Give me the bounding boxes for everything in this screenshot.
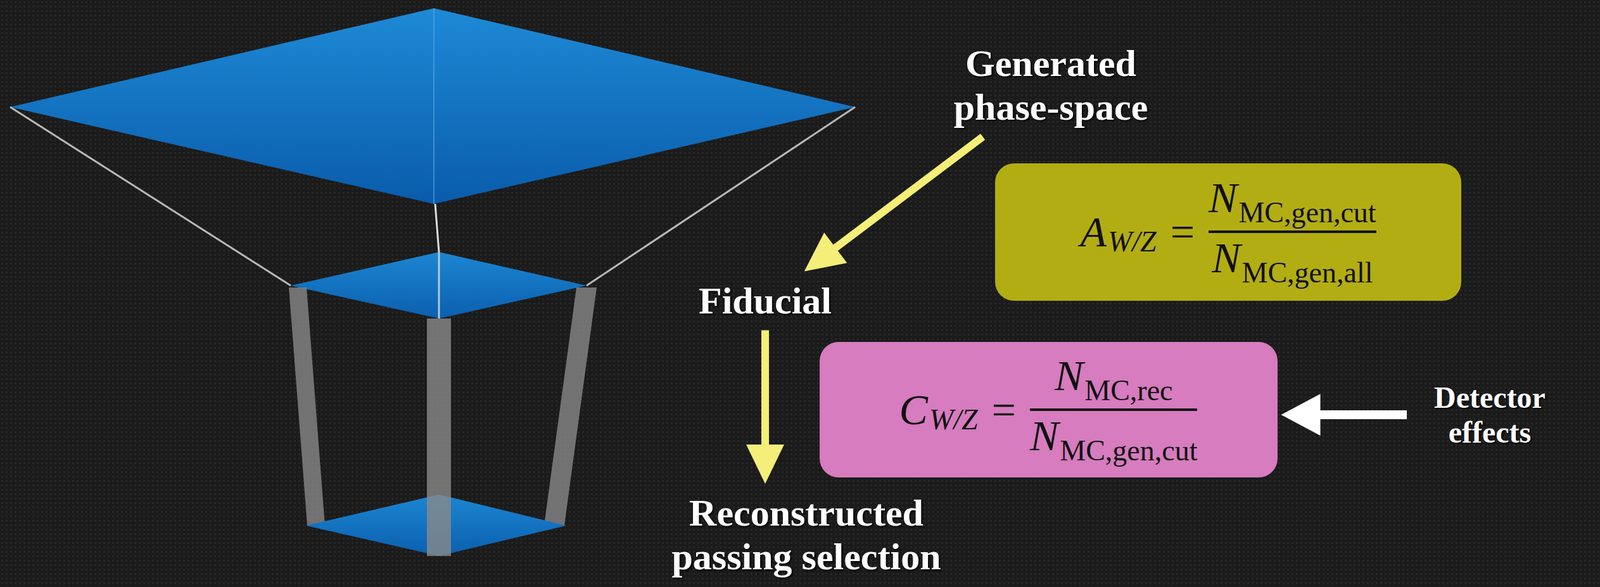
formula-equals: =	[1170, 208, 1195, 256]
formula-subscript: MC,gen,cut	[1059, 434, 1198, 467]
funnel-edge	[435, 203, 439, 253]
formula-symbol: N	[1029, 411, 1059, 460]
arrow-shaft	[1308, 410, 1407, 420]
fraction-bar	[1208, 230, 1377, 234]
formula-subscript: W/Z	[929, 404, 978, 437]
arrow-head	[1281, 393, 1321, 436]
formula-box: CW/Z=NMC,recNMC,gen,cut	[819, 342, 1278, 478]
formula-symbol: A	[1079, 208, 1107, 256]
formula-subscript: MC,rec	[1084, 374, 1173, 407]
flow-arrow	[746, 330, 785, 485]
arrow-head	[804, 232, 848, 272]
formula-symbol: C	[899, 386, 928, 434]
fraction: NMC,gen,cutNMC,gen,all	[1208, 174, 1377, 290]
formula-symbol: N	[1211, 233, 1241, 282]
formula-symbol: N	[1208, 173, 1238, 222]
formula-subscript: MC,gen,cut	[1238, 196, 1376, 229]
generated-plane	[10, 8, 856, 204]
step-text: Fiducial	[675, 279, 856, 324]
denominator: NMC,gen,cut	[1029, 411, 1198, 468]
formula-box: AW/Z=NMC,gen,cutNMC,gen,all	[995, 163, 1462, 301]
funnel-edge	[10, 107, 291, 286]
formula: CW/Z=NMC,recNMC,gen,cut	[899, 352, 1198, 468]
step-text: Generated phase-space	[929, 41, 1173, 130]
step-text: Reconstructed passing selection	[662, 491, 951, 579]
selection-pillar	[426, 318, 451, 557]
formula: AW/Z=NMC,gen,cutNMC,gen,all	[1079, 174, 1376, 290]
formula-subscript: W/Z	[1107, 226, 1157, 259]
numerator: NMC,gen,cut	[1208, 174, 1377, 231]
step-label: Reconstructed passing selection	[657, 487, 956, 583]
plane-ridge	[438, 252, 441, 319]
arrow-shaft	[761, 330, 769, 457]
step-label: Detector effects	[1410, 376, 1569, 454]
formula-subscript: MC,gen,all	[1241, 256, 1373, 289]
numerator: NMC,rec	[1054, 352, 1174, 409]
fraction-bar	[1029, 408, 1198, 412]
selection-pillar	[288, 287, 325, 526]
fraction: NMC,recNMC,gen,cut	[1029, 352, 1198, 468]
arrow-head	[746, 444, 785, 484]
step-label: Generated phase-space	[924, 38, 1178, 134]
flow-arrow	[804, 136, 984, 272]
formula-symbol: N	[1054, 351, 1084, 400]
formula-equals: =	[991, 386, 1016, 434]
selection-pillar	[544, 287, 597, 526]
fiducial-plane	[290, 252, 587, 319]
arrow-shaft	[825, 136, 983, 255]
funnel-edge	[586, 107, 856, 286]
step-text: Detector effects	[1415, 380, 1564, 450]
plane-ridge	[433, 8, 435, 204]
step-label: Fiducial	[670, 275, 861, 327]
flow-arrow	[1281, 393, 1408, 436]
denominator: NMC,gen,all	[1211, 233, 1373, 290]
